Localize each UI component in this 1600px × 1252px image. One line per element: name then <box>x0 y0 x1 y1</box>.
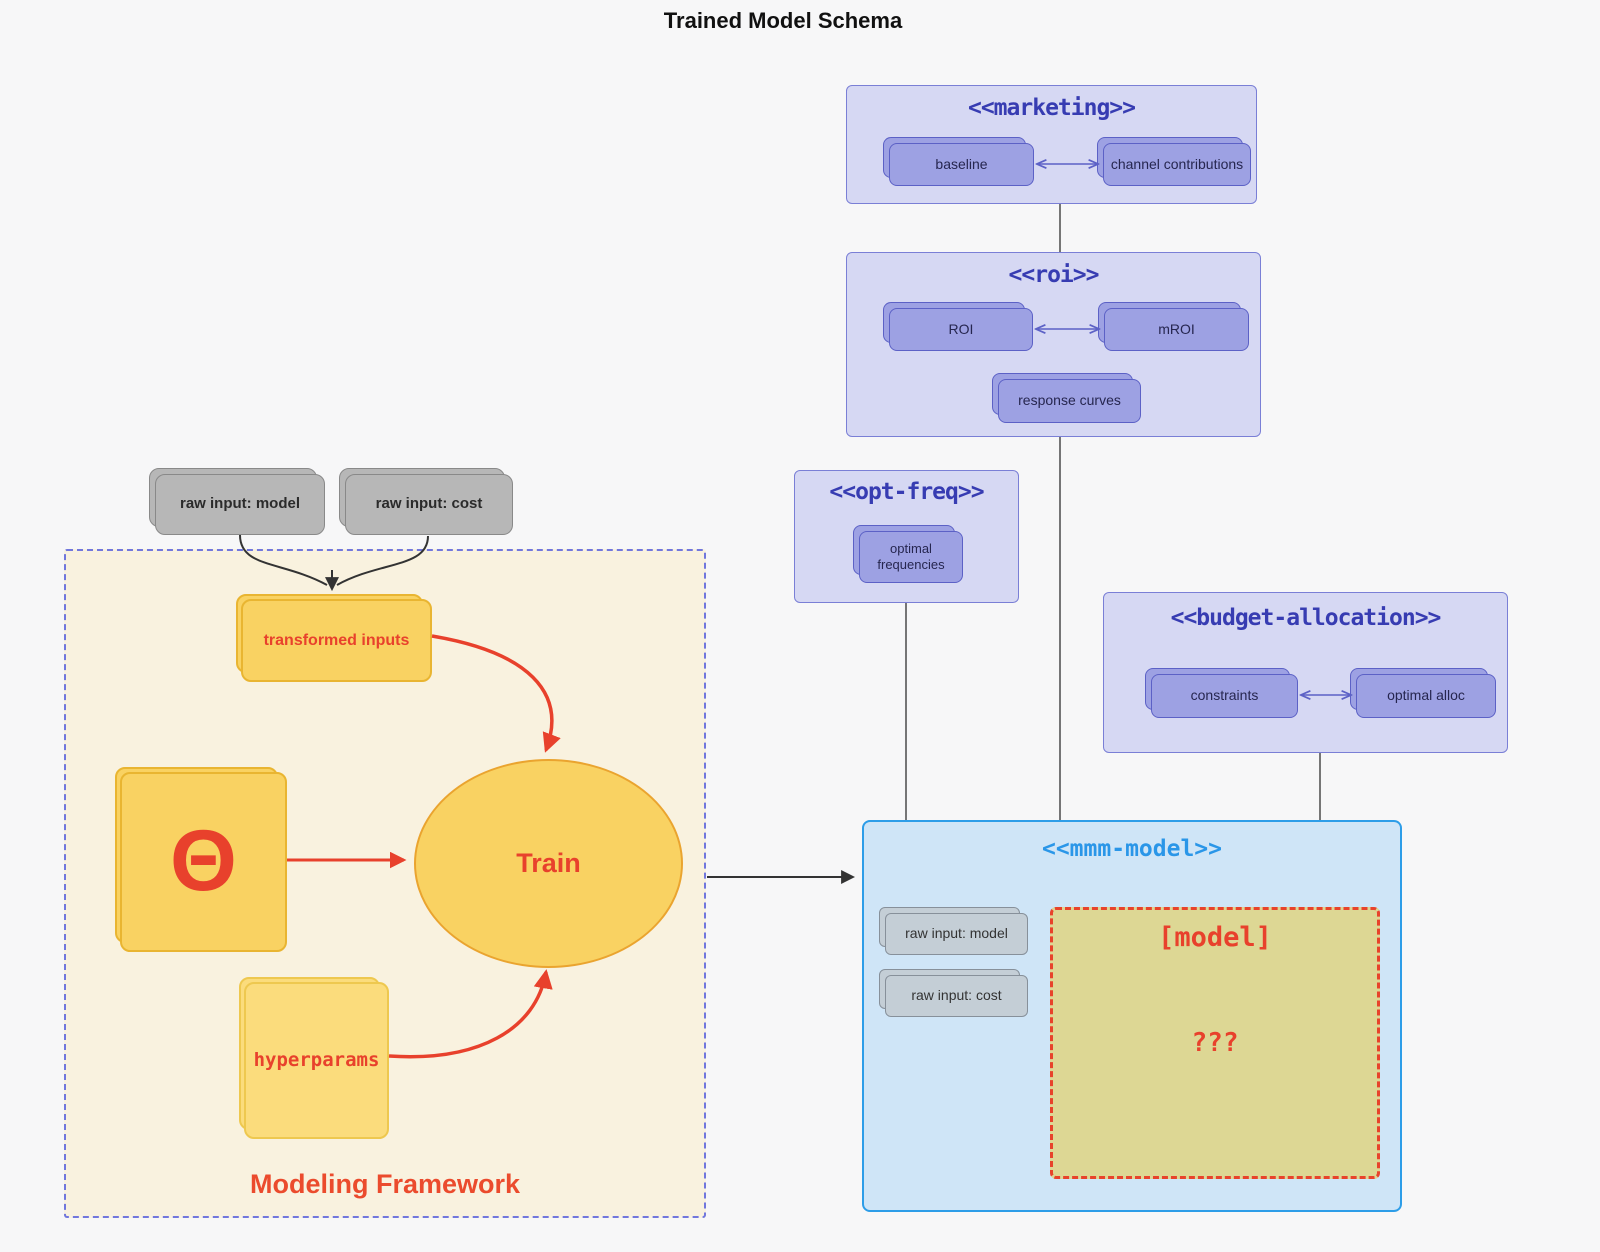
node-mroi-label: mROI <box>1158 320 1195 337</box>
panel-budget-allocation: <<budget-allocation>> constraints optima… <box>1103 592 1508 753</box>
node-hyperparams-label: hyperparams <box>253 1048 380 1071</box>
node-transformed-inputs-label: transformed inputs <box>263 631 410 649</box>
panel-mmm-model-title: <<mmm-model>> <box>1041 836 1222 862</box>
node-optimal-frequencies: optimal frequencies <box>853 525 963 583</box>
panel-marketing: <<marketing>> baseline channel contribut… <box>846 85 1257 204</box>
panel-opt-freq: <<opt-freq>> optimal frequencies <box>794 470 1019 603</box>
node-train-label: Train <box>516 848 581 878</box>
node-optimal-alloc: optimal alloc <box>1350 668 1496 718</box>
node-roi-label: ROI <box>948 320 974 337</box>
page-title: Trained Model Schema <box>663 8 903 33</box>
panel-modeling-framework: transformed inputs Θ Train hyperparams M… <box>64 549 706 1218</box>
node-transformed-inputs: transformed inputs <box>236 594 432 682</box>
node-response-curves: response curves <box>992 373 1141 423</box>
panel-marketing-title: <<marketing>> <box>967 95 1136 121</box>
node-optimal-frequencies-label: optimal frequencies <box>877 540 945 572</box>
node-mroi: mROI <box>1098 302 1249 351</box>
node-response-curves-label: response curves <box>1018 392 1121 409</box>
node-mmm-raw-input-model-label: raw input: model <box>905 925 1008 942</box>
node-roi: ROI <box>883 302 1033 351</box>
panel-opt-freq-title: <<opt-freq>> <box>829 479 984 505</box>
node-model-placeholder-box: [model] ??? <box>1050 907 1380 1179</box>
node-baseline-label: baseline <box>935 155 988 172</box>
node-constraints: constraints <box>1145 668 1298 718</box>
node-hyperparams: hyperparams <box>239 977 389 1139</box>
node-constraints-label: constraints <box>1190 687 1259 704</box>
panel-roi-title: <<roi>> <box>1008 262 1100 288</box>
modeling-framework-label: Modeling Framework <box>249 1169 521 1199</box>
node-mmm-raw-input-cost-label: raw input: cost <box>911 987 1002 1004</box>
node-train: Train <box>414 759 683 968</box>
node-mmm-raw-input-model: raw input: model <box>879 907 1028 955</box>
node-raw-input-cost: raw input: cost <box>339 468 513 535</box>
node-raw-input-cost-label: raw input: cost <box>375 495 483 513</box>
node-model-label: [model] <box>1158 922 1272 953</box>
node-model-unknown: ??? <box>1191 1028 1239 1058</box>
node-baseline: baseline <box>883 137 1034 186</box>
node-mmm-raw-input-cost: raw input: cost <box>879 969 1028 1017</box>
theta-symbol: Θ <box>170 813 237 910</box>
panel-budget-allocation-title: <<budget-allocation>> <box>1170 605 1442 631</box>
panel-mmm-model: <<mmm-model>> raw input: model raw input… <box>862 820 1402 1212</box>
node-raw-input-model-label: raw input: model <box>180 495 300 513</box>
node-optimal-alloc-label: optimal alloc <box>1387 687 1465 704</box>
node-channel-contributions-label: channel contributions <box>1110 155 1244 172</box>
node-theta: Θ <box>115 767 287 952</box>
node-channel-contributions: channel contributions <box>1097 137 1251 186</box>
node-raw-input-model: raw input: model <box>149 468 325 535</box>
panel-roi: <<roi>> ROI mROI response curves <box>846 252 1261 437</box>
